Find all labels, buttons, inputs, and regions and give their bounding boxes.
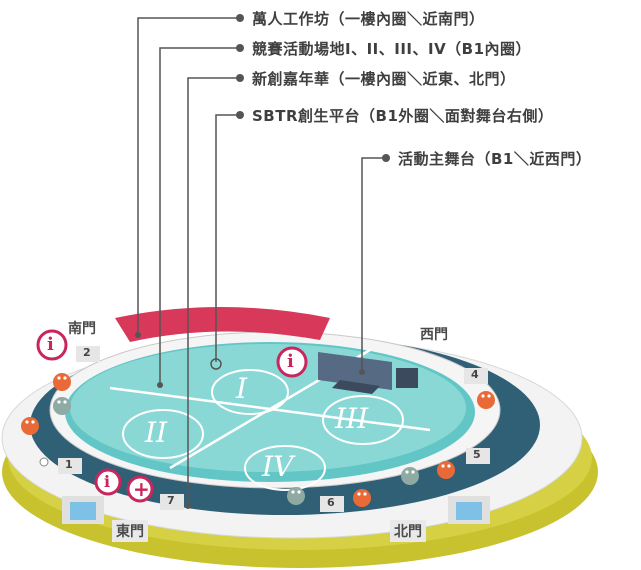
zone-ellipse-iii [322, 395, 404, 445]
callout-startup-carnival: 新創嘉年華（一樓內圈＼近東、北門） [252, 70, 516, 88]
callout-main-stage: 活動主舞台（B1＼近西門） [398, 150, 592, 168]
gate-south: 南門 [68, 321, 96, 337]
info-icon: i [47, 334, 54, 355]
zone-label-ii: II [145, 416, 168, 449]
marker-6: 6 [327, 496, 335, 509]
gate-east: 東門 [112, 520, 148, 542]
marker-tags [58, 346, 490, 512]
first-aid-icon: + [133, 477, 150, 501]
marker-5: 5 [473, 448, 481, 461]
marker-2: 2 [83, 346, 91, 359]
gate-north: 北門 [390, 520, 426, 542]
marker-4: 4 [471, 368, 479, 381]
info-points [36, 329, 308, 496]
first-aid-circle [126, 475, 154, 503]
zone-ellipse-iv [244, 445, 326, 491]
stage-screen [396, 368, 418, 388]
zone-label-iii: III [335, 402, 369, 435]
main-stage [318, 352, 392, 390]
info-icon: i [287, 351, 294, 372]
zone-label-iv: IV [262, 450, 294, 483]
leader-dots [135, 14, 390, 509]
zone-label-i: I [236, 372, 248, 405]
leader-lines [137, 17, 384, 506]
zone-ellipse-i [211, 369, 289, 415]
marker-7: 7 [167, 494, 175, 507]
callout-competition: 競賽活動場地I、II、III、IV（B1內圈） [252, 40, 532, 58]
zone-ellipse-ii [122, 409, 204, 459]
marker-1: 1 [65, 458, 73, 471]
callout-sbtr-platform: SBTR創生平台（B1外圈＼面對舞台右側） [252, 107, 554, 125]
info-icon: i [104, 472, 111, 491]
callout-workshop: 萬人工作坊（一樓內圈＼近南門） [252, 10, 485, 28]
gate-west: 西門 [420, 327, 448, 343]
workshop-arc [115, 307, 330, 342]
